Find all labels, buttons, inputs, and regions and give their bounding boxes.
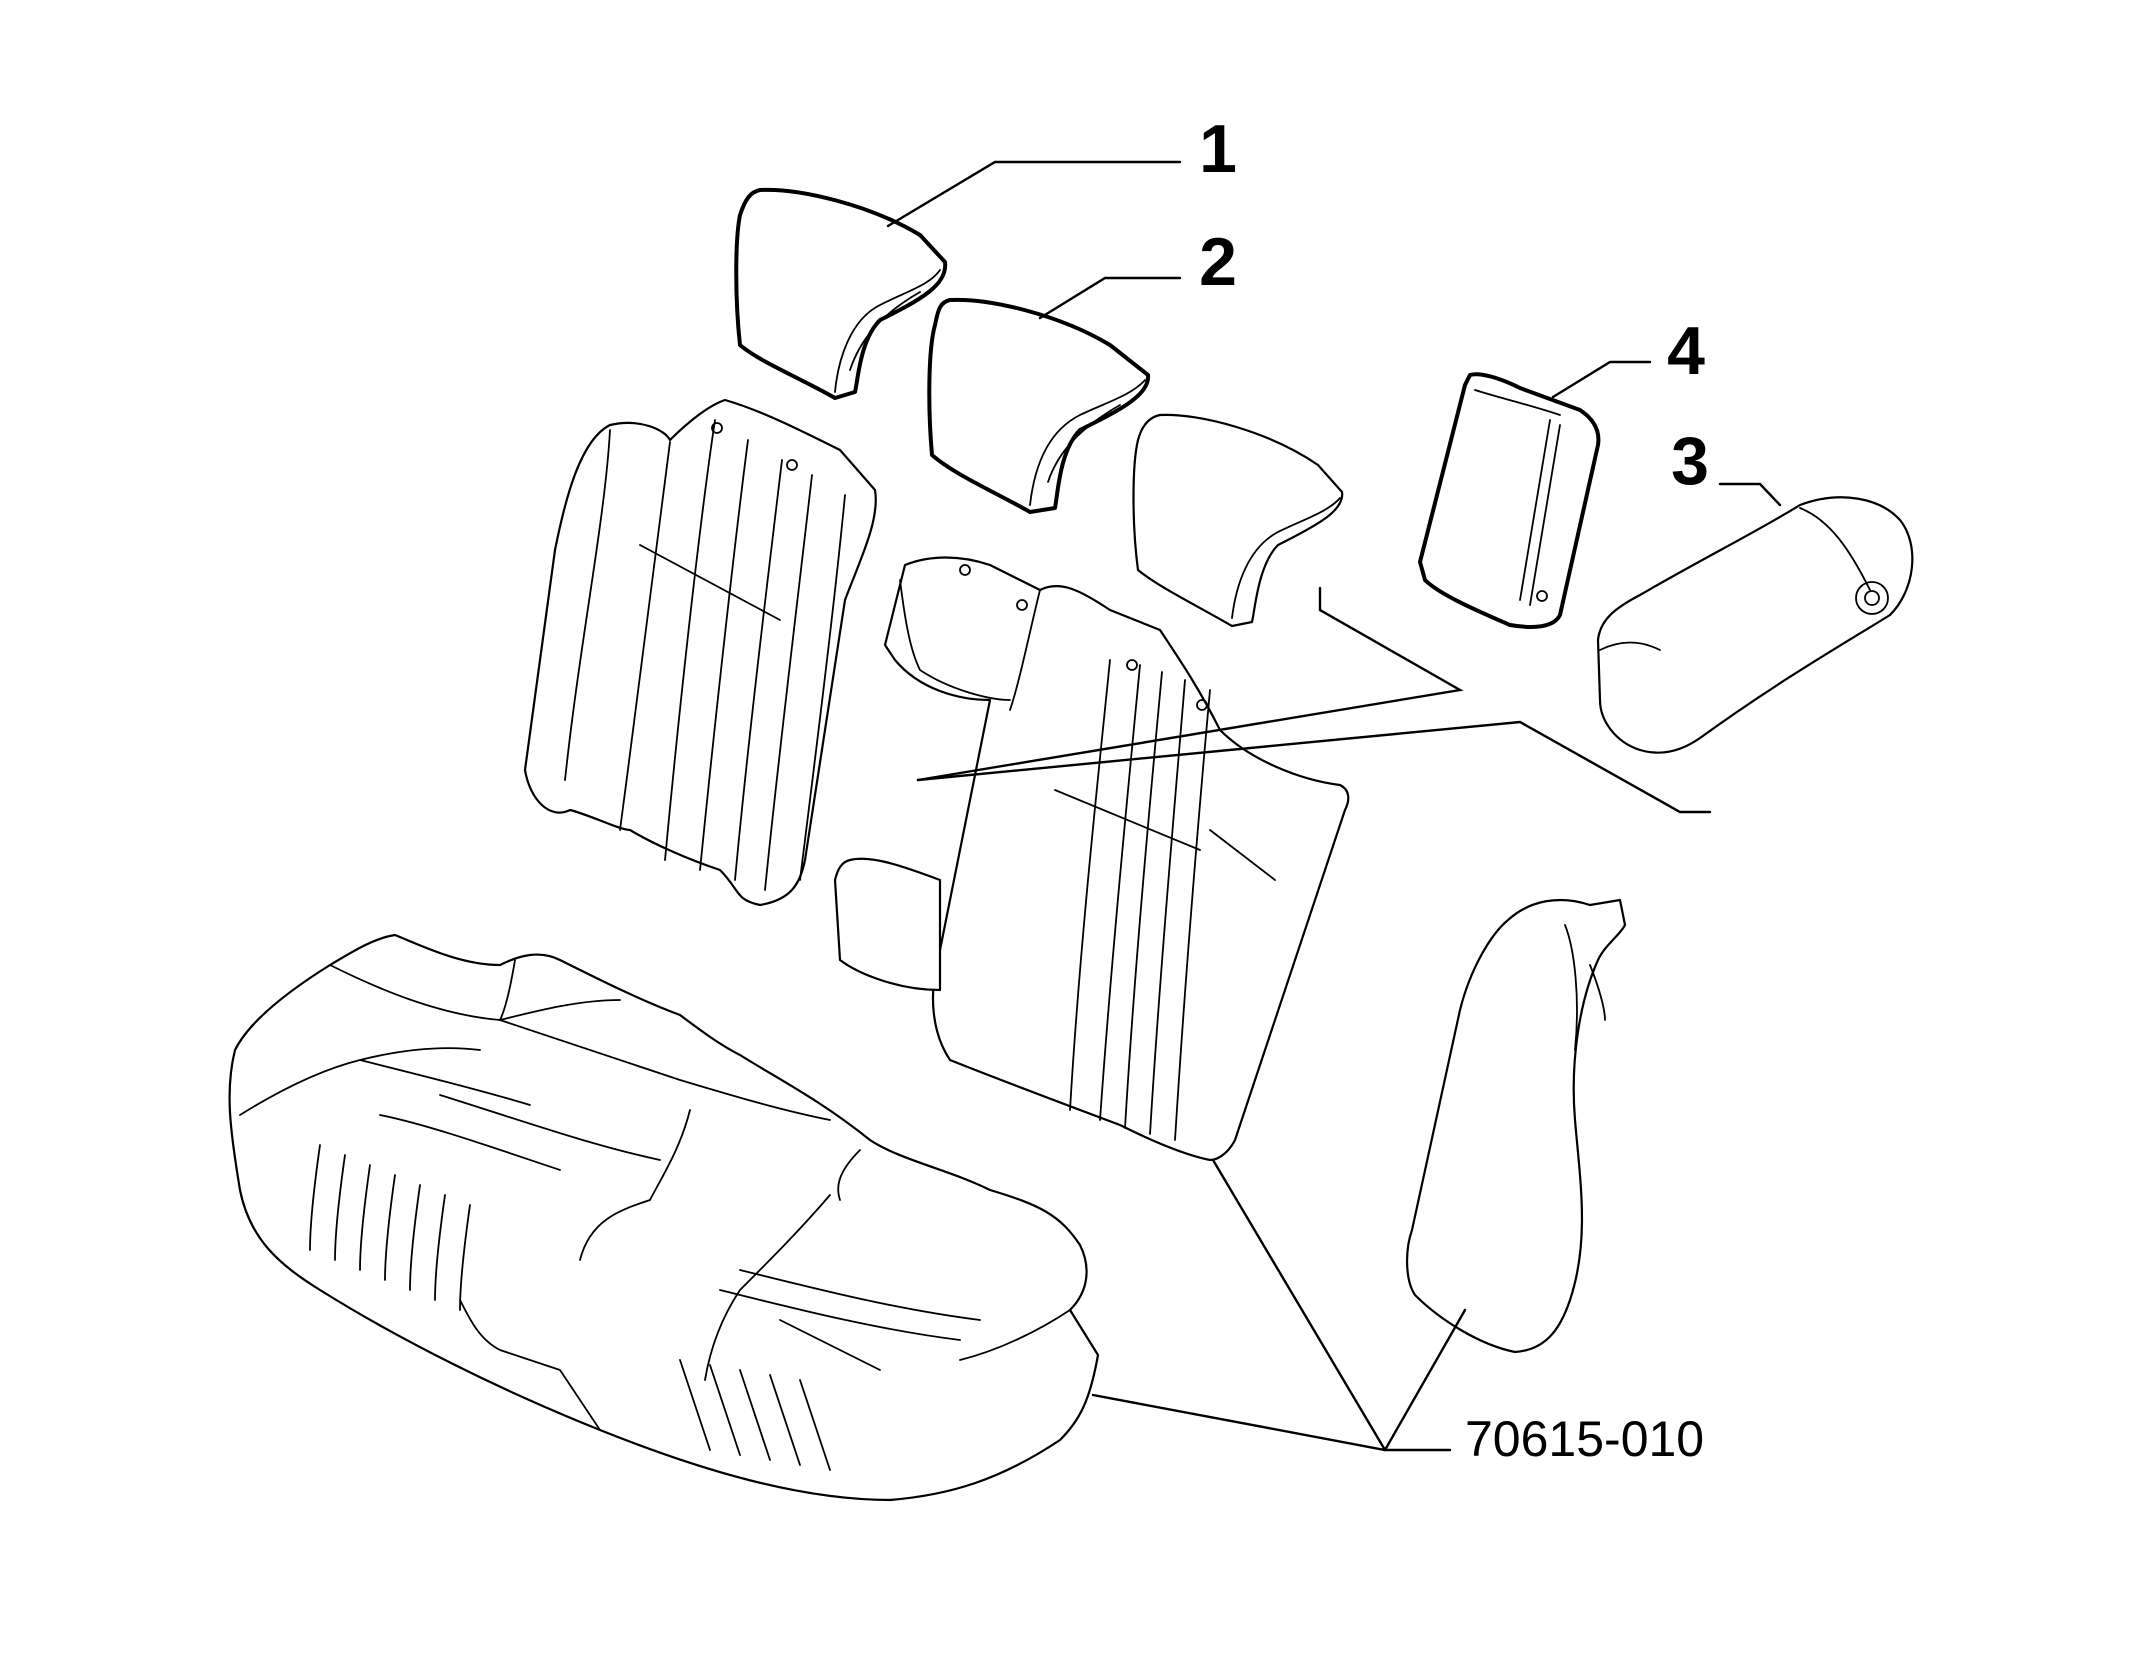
armrest-part-4 xyxy=(1418,372,1601,629)
leader-ref-2 xyxy=(1211,1158,1387,1452)
callout-4: 4 xyxy=(1667,313,1705,389)
callout-1: 1 xyxy=(1199,111,1237,187)
leader-ref-1 xyxy=(1091,1393,1452,1452)
seatback-left xyxy=(523,398,877,907)
headrest-1 xyxy=(734,187,948,400)
seatback-insert xyxy=(833,857,942,992)
leader-headrest xyxy=(916,586,1464,782)
callout-3: 3 xyxy=(1671,423,1709,499)
leader-ref-3 xyxy=(1383,1308,1467,1452)
headrest-2 xyxy=(927,297,1151,514)
side-panel-right xyxy=(1405,898,1627,1354)
callout-2: 2 xyxy=(1199,224,1237,300)
leader-2 xyxy=(1038,276,1182,320)
leader-1 xyxy=(886,160,1182,228)
seat-cushion xyxy=(228,933,1100,1502)
armrest-part-3 xyxy=(1596,496,1914,754)
leader-4 xyxy=(1551,360,1652,399)
reference-code: 70615-010 xyxy=(1465,1411,1704,1467)
seatback-middle xyxy=(883,556,1350,1162)
leader-lines xyxy=(886,160,1782,1452)
leader-3 xyxy=(1718,482,1782,507)
leader-armrest xyxy=(916,720,1712,814)
headrest-unlabeled xyxy=(1132,413,1344,628)
